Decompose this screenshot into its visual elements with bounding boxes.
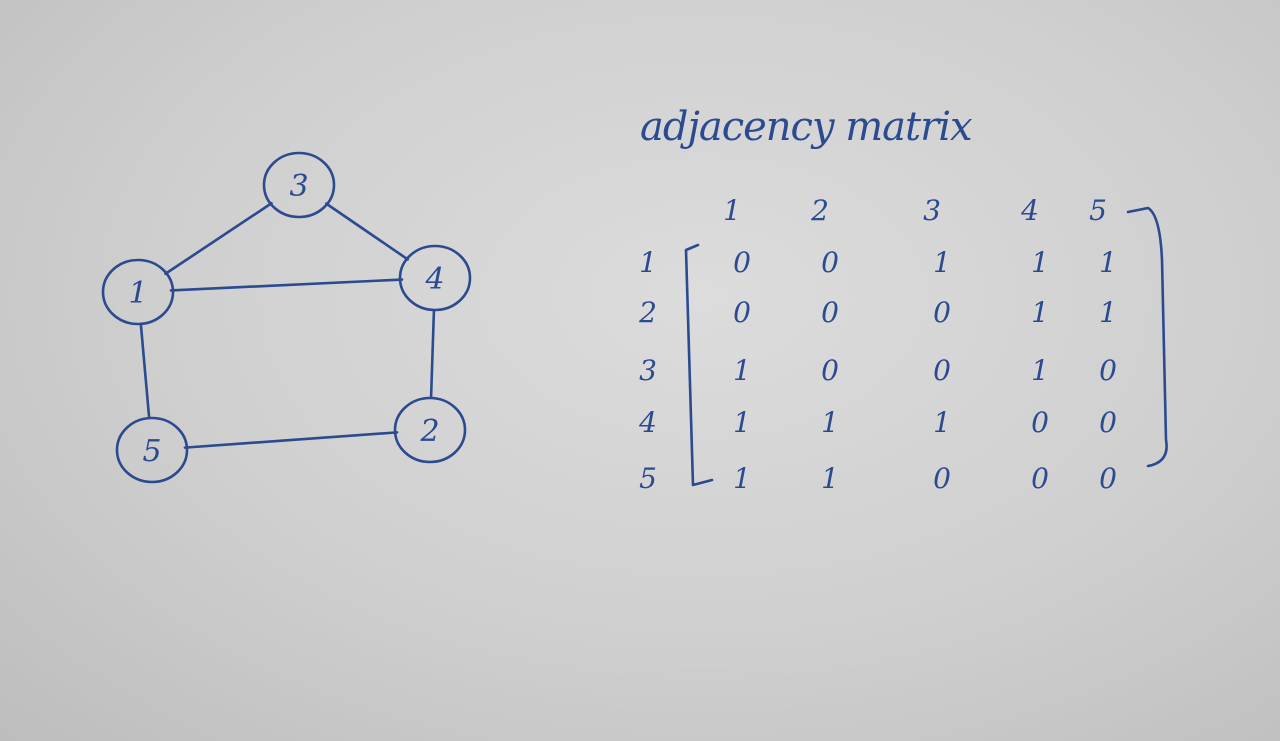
- edge-3-4: [324, 202, 410, 261]
- node-3-label: 3: [289, 169, 308, 204]
- node-2-label: 2: [419, 414, 439, 449]
- matrix-cell: 0: [933, 296, 951, 329]
- matrix-cell: 0: [1099, 462, 1117, 495]
- matrix-col-label: 1: [723, 194, 741, 227]
- matrix-row-label: 4: [638, 406, 657, 439]
- matrix-cell: 0: [733, 246, 751, 279]
- matrix-col-label: 3: [923, 194, 941, 227]
- matrix-cell: 1: [733, 462, 751, 495]
- node-2-circle: [393, 396, 467, 464]
- matrix-right-bracket: [1126, 206, 1168, 468]
- matrix-cell: 1: [821, 462, 839, 495]
- matrix-cell: 1: [933, 246, 951, 279]
- matrix-cell: 0: [1031, 406, 1049, 439]
- node-5-circle: [115, 416, 189, 484]
- node-3-circle: [262, 151, 336, 219]
- matrix-cell: 0: [821, 296, 839, 329]
- graph: 1 2 3 4 5: [101, 151, 472, 484]
- matrix-cell: 1: [733, 354, 751, 387]
- matrix-left-bracket: [684, 243, 714, 487]
- matrix-cell: 1: [1031, 354, 1049, 387]
- matrix-cell: 0: [933, 354, 951, 387]
- edge-1-4: [169, 278, 404, 292]
- matrix-col-label: 5: [1089, 194, 1107, 227]
- matrix-cell: 1: [1031, 246, 1049, 279]
- matrix-row-label: 2: [638, 296, 657, 329]
- adjacency-matrix: 1 2 3 4 5 1 2 3 4 5 0 0 1 1 1 0 0 0 1 1 1 0 0 1 0 1 1 1 0 0 1 1 0 0 0: [638, 194, 1117, 495]
- matrix-cell: 1: [1031, 296, 1049, 329]
- matrix-cell: 0: [821, 354, 839, 387]
- matrix-cell: 0: [1099, 354, 1117, 387]
- matrix-row-label: 1: [639, 246, 657, 279]
- matrix-cell: 0: [821, 246, 839, 279]
- node-1-label: 1: [128, 276, 147, 311]
- matrix-row-label: 3: [639, 354, 657, 387]
- edge-1-5: [139, 323, 151, 419]
- matrix-cell: 0: [733, 296, 751, 329]
- edge-3-1: [164, 201, 273, 276]
- matrix-title: adjacency matrix: [640, 104, 972, 150]
- matrix-cell: 0: [933, 462, 951, 495]
- matrix-col-label: 2: [810, 194, 829, 227]
- matrix-cell: 0: [1031, 462, 1049, 495]
- matrix-cell: 1: [1099, 246, 1117, 279]
- matrix-cell: 1: [733, 406, 751, 439]
- matrix-col-label: 4: [1020, 194, 1039, 227]
- node-4-circle: [398, 244, 472, 312]
- matrix-cell: 0: [1099, 406, 1117, 439]
- edge-5-2: [183, 431, 399, 449]
- node-5-label: 5: [142, 434, 161, 469]
- matrix-cell: 1: [1099, 296, 1117, 329]
- node-1-circle: [101, 258, 175, 326]
- matrix-row-label: 5: [639, 462, 657, 495]
- matrix-cell: 1: [933, 406, 951, 439]
- matrix-cell: 1: [821, 406, 839, 439]
- edge-4-2: [429, 309, 436, 399]
- node-4-label: 4: [424, 262, 444, 297]
